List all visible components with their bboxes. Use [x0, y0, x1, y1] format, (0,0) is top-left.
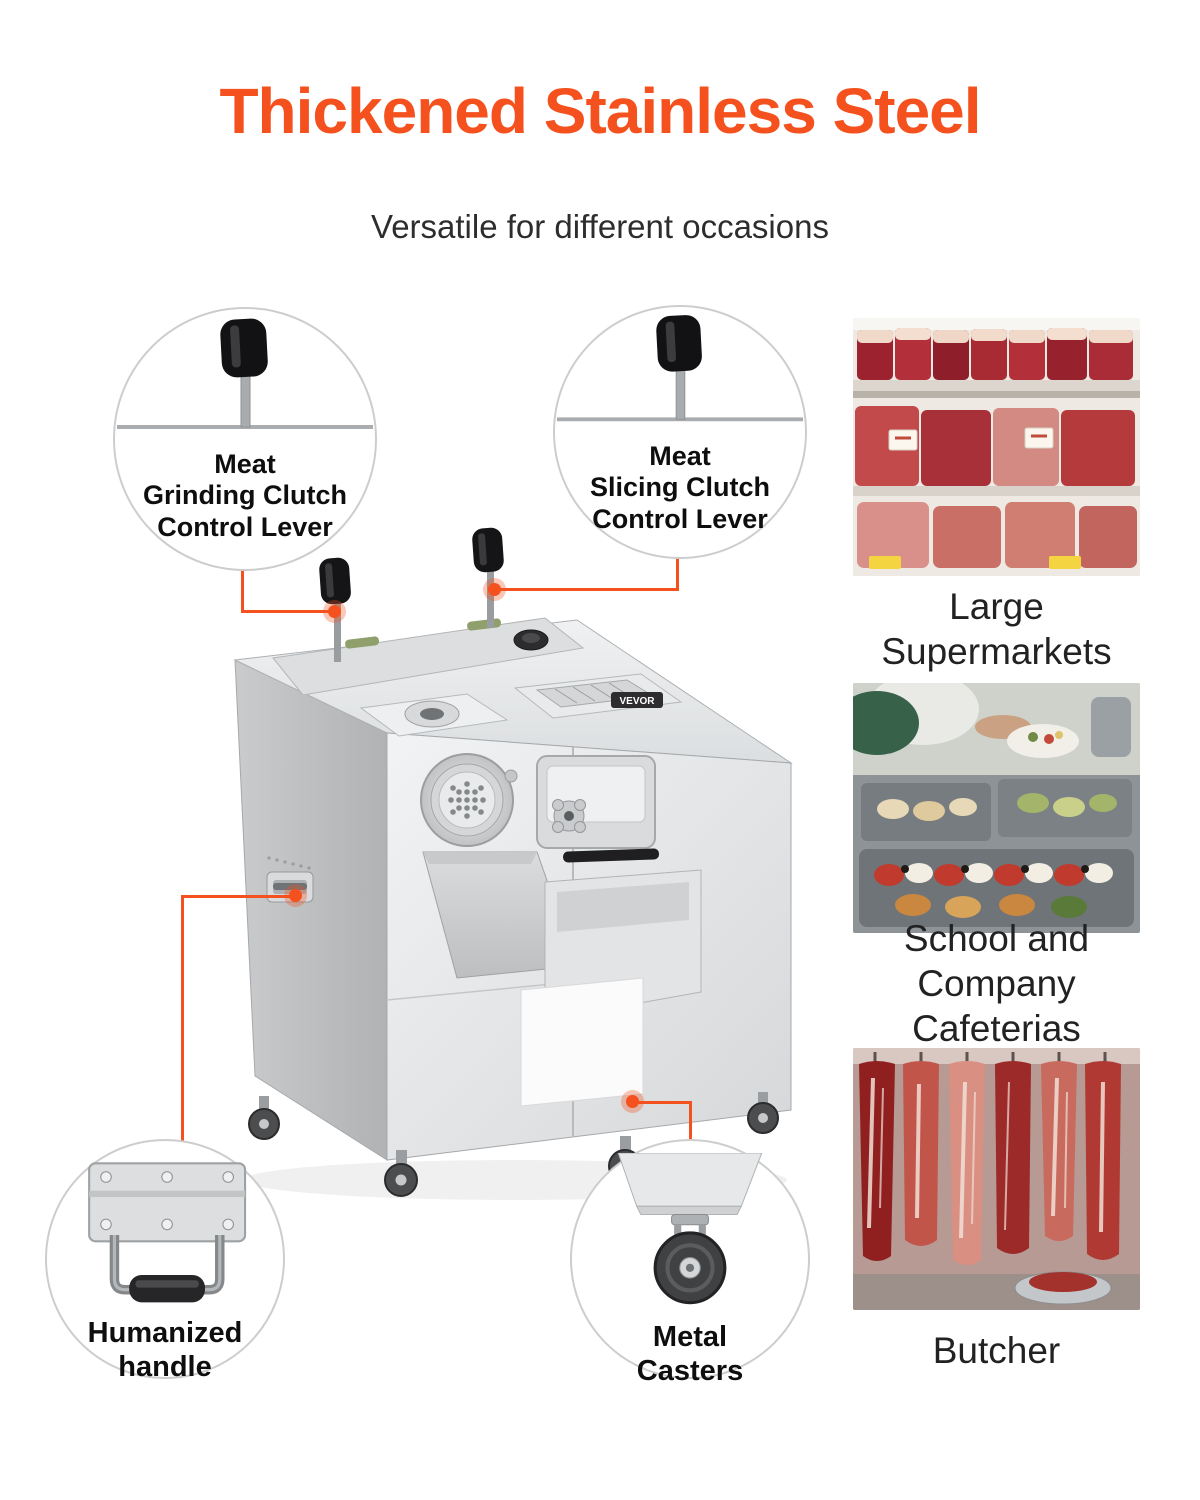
- grinder-hopper: [359, 693, 509, 737]
- door-seam: [386, 981, 574, 1001]
- cafeteria-photo-illustration: [853, 683, 1140, 933]
- slicer-window: [536, 755, 660, 863]
- photo-butcher-hanging-meat: [853, 1048, 1140, 1310]
- connector-slicing-lever-vertical: [676, 553, 679, 591]
- star-knob: [552, 799, 586, 833]
- connector-caster-vertical: [689, 1101, 692, 1143]
- photo-supermarket-meat-display: [853, 318, 1140, 576]
- brand-badge: VEVOR: [611, 692, 663, 708]
- slicing-clutch-lever: [472, 527, 504, 628]
- supermarket-photo-illustration: [853, 318, 1140, 576]
- caster-wheel-icon: [617, 1153, 763, 1305]
- caster-front-left: [384, 1150, 418, 1197]
- connector-grinding-lever-horizontal: [241, 610, 335, 613]
- callout-slicing-lever: Meat Slicing Clutch Control Lever: [553, 305, 807, 559]
- hotspot-slicing-lever: [488, 583, 501, 596]
- butcher-photo-illustration: [853, 1048, 1140, 1310]
- callout-casters: Metal Casters: [570, 1139, 810, 1387]
- indicator-slot-left: [345, 636, 380, 649]
- slicer-outlet-chute: [544, 869, 702, 1021]
- grinding-clutch-lever: [319, 557, 351, 662]
- caster-back-left: [248, 1096, 280, 1140]
- use-case-caption-supermarkets: Large Supermarkets: [881, 586, 1112, 673]
- power-switch-cap: [522, 633, 540, 643]
- machine-side-panel: [234, 659, 388, 1161]
- use-case-caption-butcher: Butcher: [932, 1330, 1061, 1371]
- spring-handle-icon: [88, 1162, 247, 1303]
- page-subtitle: Versatile for different occasions: [371, 208, 829, 245]
- callout-label: Meat Grinding Clutch Control Lever: [143, 449, 347, 542]
- connector-handle-horizontal: [181, 895, 295, 898]
- page-title: Thickened Stainless Steel: [219, 75, 981, 147]
- clutch-lever-icon: [117, 318, 373, 429]
- connector-grinding-lever-vertical: [241, 565, 244, 613]
- callout-handle: Humanized handle: [45, 1139, 285, 1383]
- use-case-caption-cafeterias: School and Company Cafeterias: [903, 918, 1090, 1050]
- callout-grinding-lever: Meat Grinding Clutch Control Lever: [113, 307, 377, 571]
- machine-illustration: VEVOR: [233, 527, 793, 1200]
- hotspot-grinding-lever: [328, 605, 341, 618]
- connector-slicing-lever-horizontal: [497, 588, 679, 591]
- hotspot-handle: [289, 889, 302, 902]
- photo-cafeteria-buffet: [853, 683, 1140, 933]
- callout-label: Meat Slicing Clutch Control Lever: [589, 441, 770, 534]
- connector-handle-vertical: [181, 895, 184, 1143]
- hotspot-caster: [626, 1095, 639, 1108]
- caster-right: [747, 1092, 779, 1134]
- connector-caster-horizontal: [636, 1101, 692, 1104]
- outlet-tray: [520, 977, 644, 1107]
- svg-text:VEVOR: VEVOR: [619, 696, 655, 707]
- control-slope: [272, 617, 585, 696]
- slicer-handle-bar: [563, 848, 660, 863]
- callout-label: Metal Casters: [636, 1321, 744, 1387]
- callout-label: Humanized handle: [87, 1317, 243, 1383]
- grinder-head: [420, 753, 518, 847]
- clutch-lever-icon: [556, 315, 804, 422]
